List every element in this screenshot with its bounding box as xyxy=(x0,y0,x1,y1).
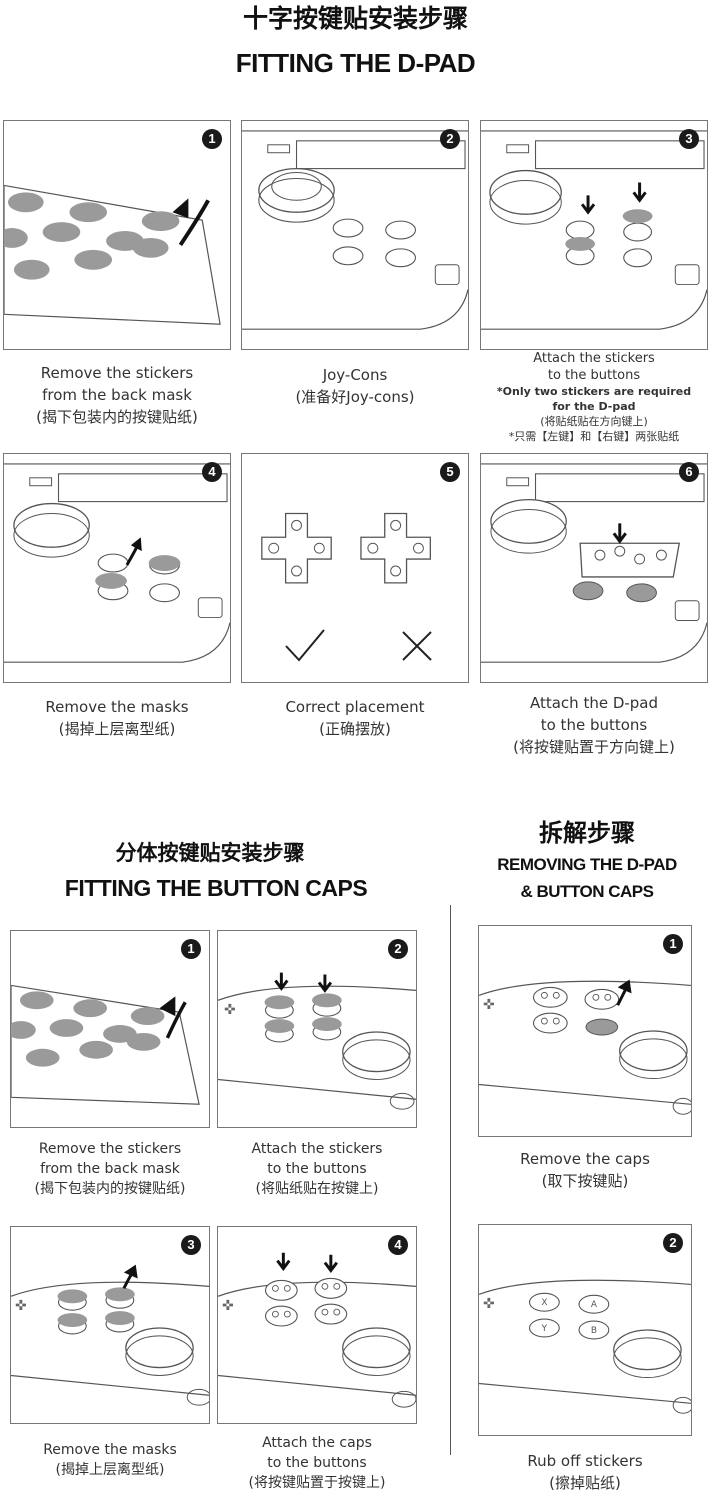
svg-text:A: A xyxy=(591,1300,598,1310)
dpad-step-6-caption: Attach the D-pad to the buttons (将按键贴置于方… xyxy=(513,694,675,756)
removing-title-en-2: & BUTTON CAPS xyxy=(520,882,654,901)
dpad-step-6-panel: 6 xyxy=(480,453,708,683)
step-number-badge: 2 xyxy=(388,939,408,959)
caps-step-1-caption: Remove the stickers from the back mask (… xyxy=(34,1141,186,1197)
caps-step-4-caption: Attach the caps to the buttons (将按键贴置于按键… xyxy=(248,1435,386,1491)
removing-step-1-caption: Remove the caps (取下按键贴) xyxy=(520,1150,650,1190)
step-number-badge: 6 xyxy=(679,462,699,482)
dpad-step-5-panel: 5 xyxy=(241,453,469,683)
dpad-step-2-caption: Joy-Cons (准备好Joy-cons) xyxy=(295,366,415,406)
caps-step-3-caption: Remove the masks (揭掉上层离型纸) xyxy=(43,1442,177,1478)
removing-title-en-1: REMOVING THE D-PAD xyxy=(497,855,677,874)
rub-off-stickers-illustration: ✜ X A Y B xyxy=(479,1279,691,1414)
dpad-step-3-caption: Attach the stickers to the buttons *Only… xyxy=(496,351,692,443)
caps-step-2-caption: Attach the stickers to the buttons (将贴纸贴… xyxy=(251,1141,383,1197)
svg-text:X: X xyxy=(541,1298,547,1308)
dpad-title-en: FITTING THE D-PAD xyxy=(235,48,476,78)
step-number-badge: 1 xyxy=(181,939,201,959)
sticker-sheet-illustration xyxy=(11,984,200,1105)
dpad-title-cn: 十字按键贴安装步骤 xyxy=(242,4,468,33)
attach-stickers-illustration xyxy=(481,130,707,330)
svg-text:✜: ✜ xyxy=(15,1298,27,1314)
caps-title-cn: 分体按键贴安装步骤 xyxy=(115,841,305,865)
svg-text:✜: ✜ xyxy=(222,1298,234,1314)
step-number-badge: 2 xyxy=(663,1233,683,1253)
removing-step-2-caption: Rub off stickers (擦掉贴纸) xyxy=(527,1452,643,1492)
dpad-step-1-panel: 1 xyxy=(3,120,231,350)
svg-text:✜: ✜ xyxy=(483,1296,495,1312)
caps-step-1-panel: 1 xyxy=(10,930,210,1128)
step-number-badge: 3 xyxy=(679,129,699,149)
caps-step-4-panel: ✜ 4 xyxy=(217,1226,417,1424)
dpad-step-5-caption: Correct placement (正确摆放) xyxy=(285,698,425,738)
removing-step-2-panel: ✜ X A Y B 2 xyxy=(478,1224,692,1436)
svg-text:✜: ✜ xyxy=(224,1002,236,1018)
svg-text:Y: Y xyxy=(541,1324,548,1334)
joycon-illustration xyxy=(242,130,468,330)
dpad-step-3-panel: 3 xyxy=(480,120,708,350)
caps-step-3-panel: ✜ 3 xyxy=(10,1226,210,1424)
dpad-step-4-caption: Remove the masks (揭掉上层离型纸) xyxy=(45,698,189,738)
step-number-badge: 2 xyxy=(440,129,460,149)
step-number-badge: 4 xyxy=(202,462,222,482)
remove-masks-illustration: ✜ xyxy=(11,1264,209,1406)
removing-title-cn: 拆解步骤 xyxy=(539,819,635,847)
dpad-step-2-panel: 2 xyxy=(241,120,469,350)
attach-stickers-illustration: ✜ xyxy=(218,972,416,1110)
sticker-sheet-illustration xyxy=(4,184,221,325)
check-icon xyxy=(285,629,325,662)
step-number-badge: 3 xyxy=(181,1235,201,1255)
attach-dpad-illustration xyxy=(481,463,707,663)
attach-caps-illustration: ✜ xyxy=(218,1252,416,1408)
remove-masks-illustration xyxy=(4,463,230,663)
dpad-placement-illustration xyxy=(261,512,431,584)
cross-icon xyxy=(402,631,432,661)
removing-step-1-panel: ✜ 1 xyxy=(478,925,692,1137)
step-number-badge: 1 xyxy=(202,129,222,149)
dpad-step-4-panel: 4 xyxy=(3,453,231,683)
step-number-badge: 4 xyxy=(388,1235,408,1255)
section-divider xyxy=(450,905,451,1455)
caps-step-2-panel: ✜ 2 xyxy=(217,930,417,1128)
remove-caps-illustration: ✜ xyxy=(479,979,691,1115)
dpad-step-1-caption: Remove the stickers from the back mask (… xyxy=(36,364,198,426)
caps-title-en: FITTING THE BUTTON CAPS xyxy=(64,875,368,901)
step-number-badge: 1 xyxy=(663,934,683,954)
svg-text:✜: ✜ xyxy=(483,997,495,1013)
step-number-badge: 5 xyxy=(440,462,460,482)
svg-text:B: B xyxy=(591,1326,597,1336)
